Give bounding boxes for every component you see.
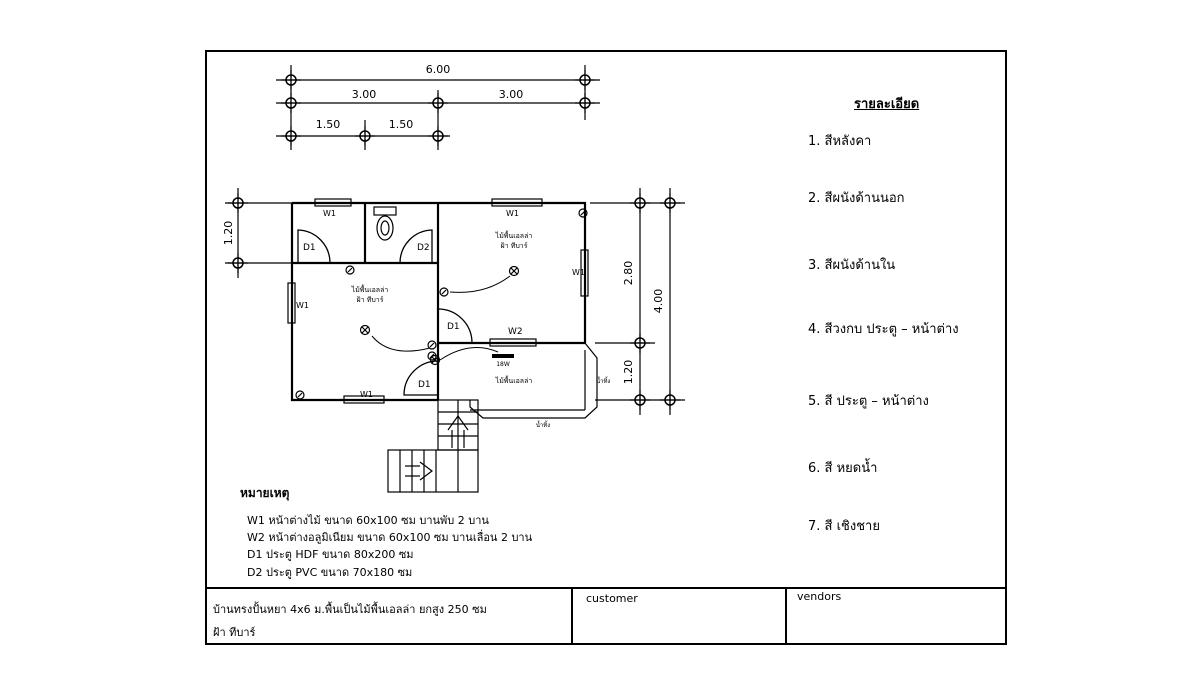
toilet-icon — [373, 206, 397, 241]
dim-left: 1.20 — [222, 221, 235, 246]
dim-top-quarter-1: 1.50 — [316, 118, 341, 131]
drawing-sheet — [205, 50, 1007, 645]
left-dimension-lines — [225, 188, 292, 278]
wiring — [371, 275, 511, 361]
eave-label-side: น้ำทิ้ง — [596, 375, 610, 385]
stairs-direction-arrow-icon — [405, 414, 469, 481]
vendors-label: vendors — [797, 590, 842, 603]
room-ceiling-b: ฝ้า ทีบาร์ — [500, 242, 527, 250]
room-floor-c: ไม้พื้นเอลล่า — [495, 374, 533, 385]
lamp-label: 18W — [496, 361, 510, 368]
title-block-divider-1 — [571, 587, 573, 645]
windows — [287, 198, 589, 404]
door-label-d1-bed: D1 — [447, 322, 460, 332]
dim-right-upper: 2.80 — [622, 261, 635, 286]
dim-right-total: 4.00 — [652, 289, 665, 314]
porch-eave — [469, 342, 598, 419]
door-label-d2: D2 — [417, 243, 430, 253]
window-label-w1-bottom: W1 — [360, 390, 373, 399]
window-label-w2: W2 — [508, 327, 523, 337]
dim-top-half-right: 3.00 — [499, 88, 524, 101]
window-label-w1-right: W1 — [572, 268, 585, 277]
details-title: รายละเอียด — [854, 97, 920, 112]
room-ceiling-a: ฝ้า ทีบาร์ — [356, 296, 383, 304]
note-w1: W1 หน้าต่างไม้ ขนาด 60x100 ซม บานพับ 2 บ… — [247, 514, 489, 527]
detail-item: 3. สีผนังด้านใน — [808, 258, 896, 273]
dim-right-lower: 1.20 — [622, 360, 635, 385]
lamp-fixture — [492, 354, 514, 358]
eave-label-bottom: น้ำทิ้ง — [536, 419, 550, 429]
note-d1: D1 ประตู HDF ขนาด 80x200 ซม — [247, 548, 414, 561]
window-label-w1-bath: W1 — [323, 209, 336, 218]
notes-title: หมายเหตุ — [240, 486, 290, 500]
dim-top-total: 6.00 — [426, 63, 451, 76]
note-d2: D2 ประตู PVC ขนาด 70x180 ซม — [247, 566, 413, 579]
door-label-d1-entry: D1 — [418, 380, 431, 390]
detail-item: 1. สีหลังคา — [808, 134, 872, 149]
detail-item: 2. สีผนังด้านนอก — [808, 191, 905, 206]
window-label-w1-bed: W1 — [506, 209, 519, 218]
dim-top-half-left: 3.00 — [352, 88, 377, 101]
door-swings — [297, 229, 473, 396]
window-label-w1-left: W1 — [296, 301, 309, 310]
walls — [290, 201, 587, 402]
detail-item: 4. สีวงกบ ประตู – หน้าต่าง — [808, 322, 959, 337]
detail-item: 6. สี หยดน้ำ — [808, 461, 878, 476]
note-w2: W2 หน้าต่างอลูมิเนียม ขนาด 60x100 ซม บาน… — [247, 531, 533, 544]
dim-top-quarter-2: 1.50 — [389, 118, 414, 131]
title-block-top-border — [205, 587, 1007, 589]
room-floor-b: ไม้พื้นเอลล่า — [495, 229, 533, 240]
project-ceiling: ฝ้า ทีบาร์ — [213, 626, 256, 639]
project-description: บ้านทรงปั้นหยา 4x6 ม.พื้นเป็นไม้พื้นเอลล… — [213, 603, 487, 616]
room-floor-a: ไม้พื้นเอลล่า — [351, 283, 389, 294]
title-block-divider-2 — [785, 587, 787, 645]
detail-item: 7. สี เชิงชาย — [808, 519, 880, 534]
detail-item: 5. สี ประตู – หน้าต่าง — [808, 394, 929, 409]
customer-label: customer — [586, 592, 638, 605]
door-label-d1-bath: D1 — [303, 243, 316, 253]
